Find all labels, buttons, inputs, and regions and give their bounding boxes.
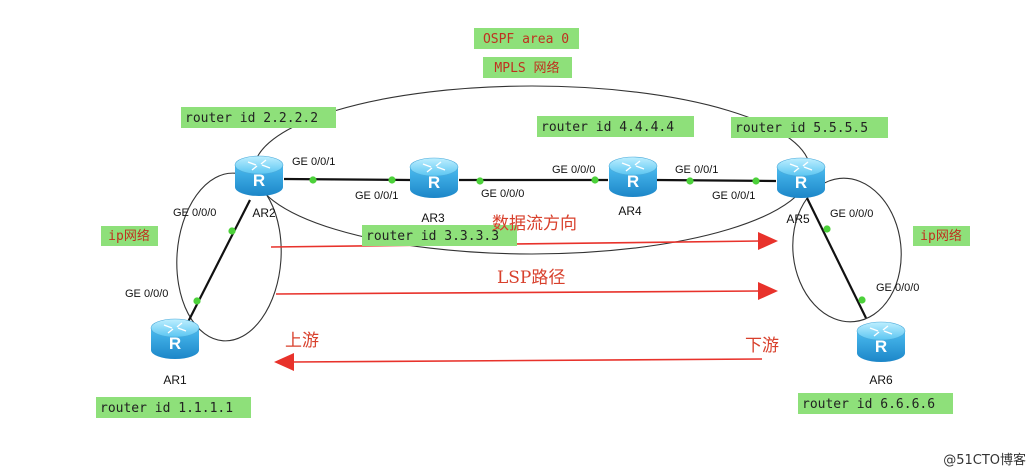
ospf-area-label: OSPF area 0	[474, 28, 579, 49]
port-label-ar5-ar6: GE 0/0/0	[830, 208, 873, 220]
svg-text:router id 4.4.4.4: router id 4.4.4.4	[541, 120, 674, 135]
router-id-tag-ar1: router id 1.1.1.1	[96, 397, 251, 418]
router-name-ar5: AR5	[786, 212, 810, 226]
link-ar5-ar6	[806, 197, 867, 319]
interface-dot	[193, 297, 201, 305]
router-ar4[interactable]: R	[608, 156, 658, 198]
svg-text:MPLS 网络: MPLS 网络	[494, 60, 559, 76]
port-label-ar5-ar4: GE 0/0/1	[712, 190, 755, 202]
data-flow-label: 数据流方向	[492, 214, 577, 234]
port-label-ar2-ar1: GE 0/0/0	[173, 207, 216, 219]
ip-network-label-left: ip网络	[101, 226, 158, 246]
watermark: @51CTO博客	[943, 452, 1026, 468]
svg-text:router id 1.1.1.1: router id 1.1.1.1	[100, 401, 233, 416]
svg-text:router id 5.5.5.5: router id 5.5.5.5	[735, 121, 868, 136]
svg-text:R: R	[875, 337, 887, 356]
interface-dot	[309, 176, 317, 184]
downstream-label: 下游	[745, 336, 779, 356]
port-label-ar6-ar5: GE 0/0/0	[876, 282, 919, 294]
router-ar3[interactable]: R	[409, 157, 459, 199]
svg-text:ip网络: ip网络	[108, 228, 150, 244]
router-ar5[interactable]: R	[776, 157, 826, 199]
svg-text:R: R	[795, 173, 807, 192]
svg-text:router id 6.6.6.6: router id 6.6.6.6	[802, 397, 935, 412]
svg-text:R: R	[627, 172, 639, 191]
ip-network-right-boundary	[792, 177, 902, 323]
svg-text:ip网络: ip网络	[920, 228, 962, 244]
svg-text:router id 2.2.2.2: router id 2.2.2.2	[185, 111, 318, 126]
router-ar1[interactable]: R	[150, 318, 200, 360]
port-label-ar4-ar5: GE 0/0/1	[675, 164, 718, 176]
router-ar2[interactable]: R	[234, 155, 284, 197]
data-flow-arrow	[270, 232, 778, 250]
router-name-ar6: AR6	[869, 373, 893, 387]
interface-dot	[686, 177, 694, 185]
mpls-network-label: MPLS 网络	[483, 57, 572, 78]
router-id-tag-ar4: router id 4.4.4.4	[537, 116, 694, 137]
router-ar6[interactable]: R	[856, 321, 906, 363]
interface-dot	[823, 225, 831, 233]
svg-text:R: R	[169, 334, 181, 353]
svg-text:OSPF area 0: OSPF area 0	[483, 32, 569, 47]
port-label-ar1-ar2: GE 0/0/0	[125, 288, 168, 300]
interface-dot	[591, 176, 599, 184]
router-name-ar4: AR4	[618, 204, 642, 218]
router-id-tag-ar2: router id 2.2.2.2	[181, 107, 336, 128]
svg-text:R: R	[253, 171, 265, 190]
interface-dot	[476, 177, 484, 185]
upstream-label: 上游	[285, 331, 319, 351]
router-id-tag-ar3: router id 3.3.3.3	[362, 225, 517, 246]
port-label-ar2-ar3: GE 0/0/1	[292, 156, 335, 168]
router-name-ar3: AR3	[421, 211, 445, 225]
ip-network-label-right: ip网络	[913, 226, 970, 246]
interface-dot	[228, 227, 236, 235]
ip-network-left-boundary	[176, 172, 282, 342]
port-label-ar3-ar4: GE 0/0/0	[481, 188, 524, 200]
svg-text:R: R	[428, 173, 440, 192]
router-id-tag-ar5: router id 5.5.5.5	[731, 117, 888, 138]
router-name-ar1: AR1	[163, 373, 187, 387]
port-label-ar4-ar3: GE 0/0/0	[552, 164, 595, 176]
svg-text:router id 3.3.3.3: router id 3.3.3.3	[366, 229, 499, 244]
upstream-arrow	[274, 353, 763, 371]
interface-dot	[388, 176, 396, 184]
router-name-ar2: AR2	[252, 206, 276, 220]
router-id-tag-ar6: router id 6.6.6.6	[798, 393, 953, 414]
interface-dot	[858, 296, 866, 304]
lsp-path-label: LSP路径	[497, 268, 565, 288]
lsp-path-arrow	[275, 282, 778, 300]
interface-dot	[752, 177, 760, 185]
port-label-ar3-ar2: GE 0/0/1	[355, 190, 398, 202]
